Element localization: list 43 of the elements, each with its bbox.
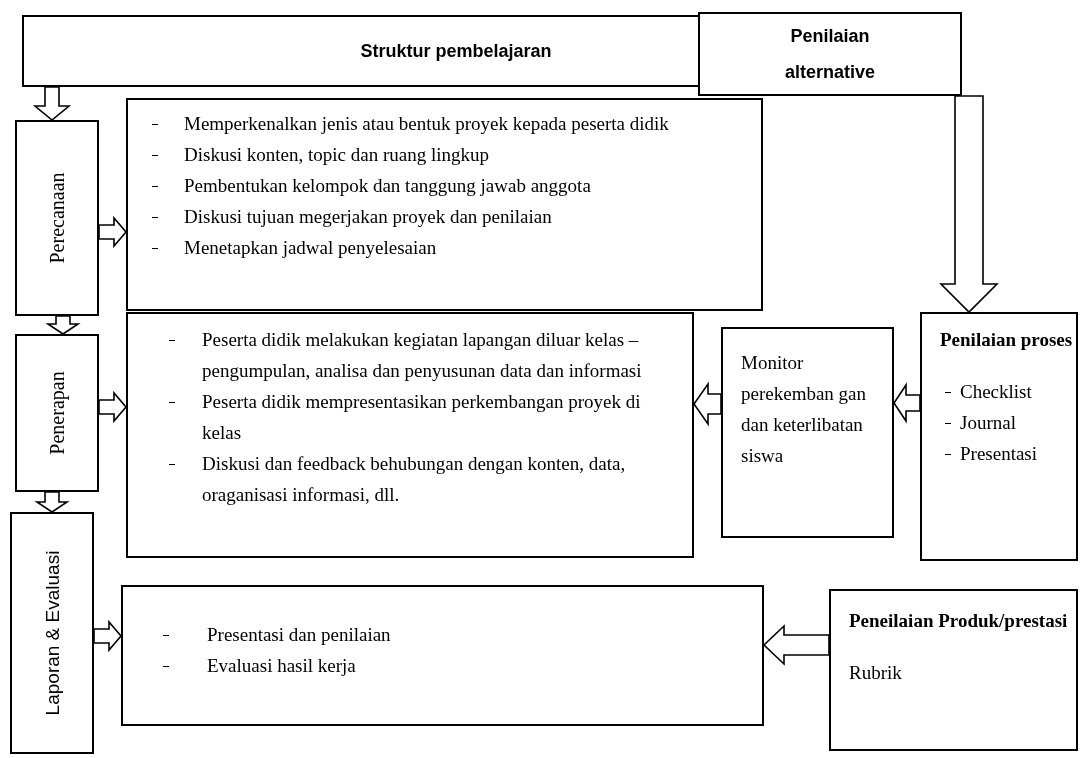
stage-label: Laporan & Evaluasi [40,550,64,716]
block-arrow [93,619,123,653]
box-text: Monitor perekemban gan dan keterlibatan siswa [741,351,868,468]
block-arrow [32,86,72,122]
list-item-text: Diskusi tujuan megerjakan proyek dan penilaian [184,205,553,229]
stage-label: Penerapan [44,371,70,455]
box-heading: Penilaian proses [940,328,1074,352]
stage-box [15,334,99,492]
process-box [721,327,894,538]
list-item-text: Diskusi konten, topic dan ruang lingkup [184,143,491,167]
heading: Struktur pembelajaran [360,40,552,63]
block-arrow [939,95,999,314]
header-box [22,15,700,87]
process-box [829,589,1078,751]
list-item-text: Menetapkan jadwal penyelesaian [184,236,438,260]
list-item-text: Diskusi dan feedback behubungan dengan konten, data, oraganisasi informasi, dll. [202,452,627,507]
block-arrow [762,624,830,666]
header-box [698,12,962,96]
list-item-text: Pembentukan kelompok dan tanggung jawab anggota [184,174,592,198]
process-box [121,585,764,726]
block-arrow [98,215,128,249]
stage-box [15,120,99,316]
block-arrow [693,381,722,427]
block-arrow [893,382,921,424]
process-box [126,312,694,558]
box-heading: Peneilaian Produk/prestasi [849,609,1069,633]
process-box [126,98,763,311]
list-item-text: Evaluasi hasil kerja [207,654,357,678]
list-item-text: Memperkenalkan jenis atau bentuk proyek kepada peserta didik [184,112,670,136]
stage-label: Perecanaan [44,172,69,264]
process-box [920,312,1078,561]
box-text: Rubrik [849,661,903,685]
stage-box [10,512,94,754]
list-item-text: Peserta didik melakukan kegiatan lapangan diluar kelas – pengumpulan, analisa dan penyusunan data dan informasi [202,328,643,383]
block-arrow [98,390,128,424]
heading: Penilaian alternative [783,25,876,84]
list-item-text: Checklist [960,380,1033,404]
list-item-text: Peserta didik mempresentasikan perkembangan proyek di kelas [202,390,642,445]
list-item-text: Presentasi dan penilaian [207,623,392,647]
block-arrow [45,315,81,335]
list-item-text: Journal [960,411,1017,435]
list-item-text: Presentasi [960,442,1039,466]
block-arrow [34,491,70,513]
